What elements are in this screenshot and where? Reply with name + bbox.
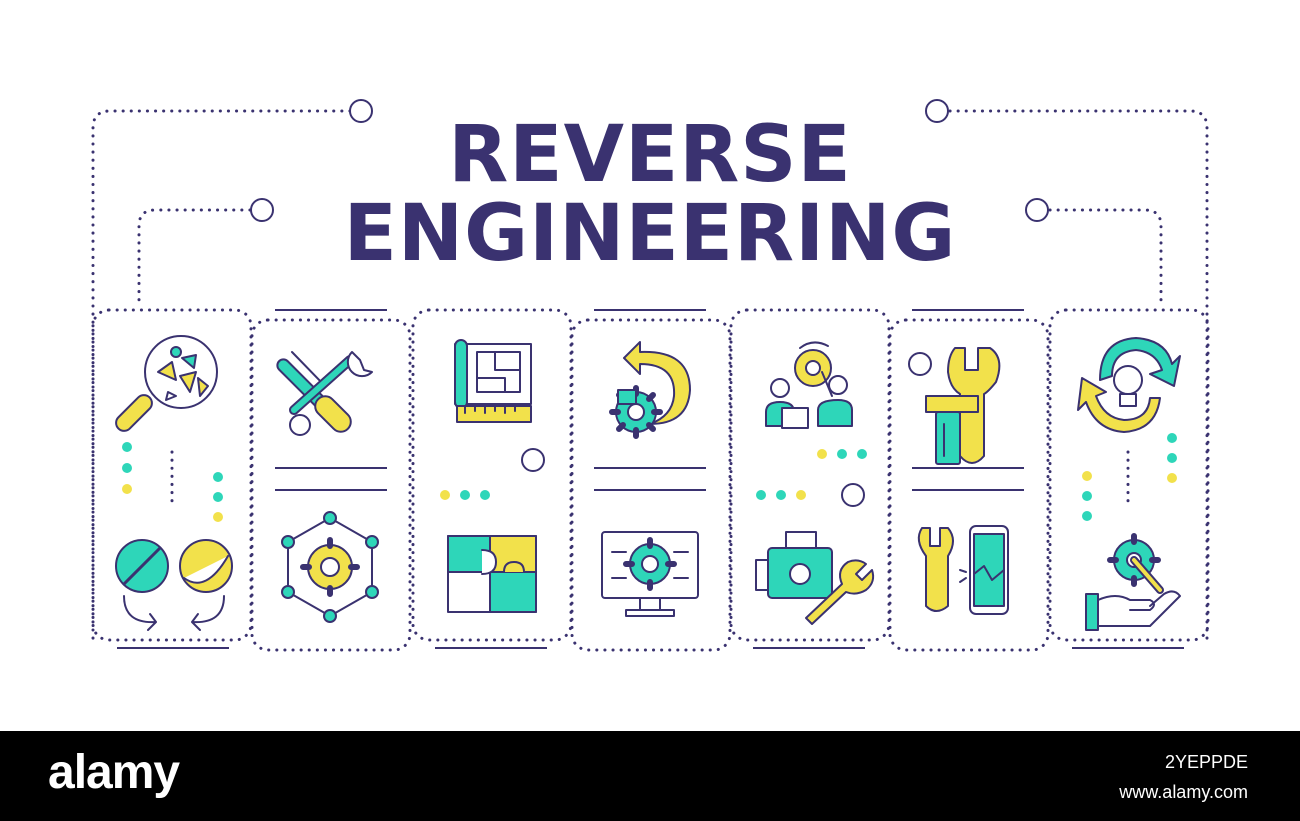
- node-circle: [925, 99, 949, 123]
- node-circle: [908, 352, 932, 376]
- image-id: 2YEPPDE: [1164, 752, 1248, 772]
- card-outline-5: [729, 308, 891, 642]
- node-circle: [521, 448, 545, 472]
- wrench-paint-icon: [925, 347, 1001, 465]
- idea-cycle-icon: [1077, 337, 1181, 433]
- connector-right-outer: [948, 109, 1209, 642]
- site-url: www.alamy.com: [1119, 782, 1248, 802]
- card-outline-6: [888, 318, 1050, 652]
- phone-repair-icon: [917, 525, 1009, 615]
- rotate-gear-icon: [609, 341, 691, 439]
- node-circle: [349, 99, 373, 123]
- card-outline-3: [411, 308, 573, 642]
- magnifier-shapes-icon: [115, 335, 218, 432]
- blueprint-icon: [454, 339, 532, 423]
- hand-gear-icon: [1085, 533, 1181, 631]
- node-circle: [1025, 198, 1049, 222]
- puzzle-icon: [447, 535, 537, 613]
- monitor-gear-icon: [601, 531, 699, 617]
- connector-right-inner: [1048, 208, 1163, 302]
- card-outline-4: [570, 318, 732, 652]
- tools-crossed-icon: [276, 351, 373, 436]
- title-line-1: REVERSE: [448, 110, 852, 200]
- team-gear-icon: [765, 341, 853, 429]
- title-line-2: ENGINEERING: [343, 189, 957, 279]
- engine-wrench-icon: [755, 531, 875, 625]
- node-circle: [250, 198, 274, 222]
- alamy-logo: alamy: [48, 746, 180, 799]
- exchange-circles-icon: [115, 539, 233, 631]
- illustration: [91, 99, 1210, 652]
- watermark-footer: alamy 2YEPPDE www.alamy.com: [0, 731, 1300, 821]
- connector-left-inner: [137, 208, 252, 302]
- card-outline-2: [250, 318, 412, 652]
- card-outline-1: [91, 308, 253, 642]
- node-circle: [841, 483, 865, 507]
- network-gear-icon: [281, 511, 379, 623]
- card-outline-7: [1048, 308, 1210, 642]
- connector-left-outer: [91, 109, 352, 642]
